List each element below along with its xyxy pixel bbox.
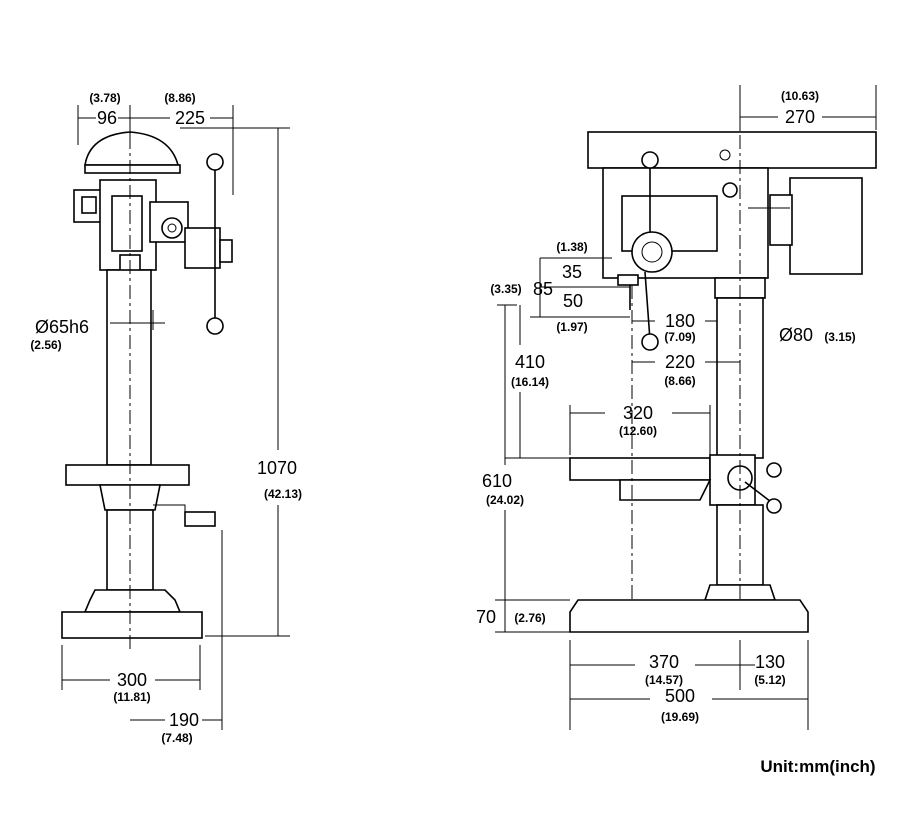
spindle-to-column-inch: (8.66) xyxy=(664,374,695,388)
base-length-inch: (19.69) xyxy=(661,710,699,724)
quill-total-mm: 85 xyxy=(533,279,553,299)
right-view-dimension-lines xyxy=(495,85,877,730)
spindle-to-table-mm: 410 xyxy=(515,352,545,372)
spindle-diameter-mm: Ø65h6 xyxy=(35,317,89,337)
unit-label: Unit:mm(inch) xyxy=(760,757,875,776)
throat-inch: (7.09) xyxy=(664,330,695,344)
base-width-mm: 300 xyxy=(117,670,147,690)
right-view-machine xyxy=(569,110,877,633)
base-height-inch: (2.76) xyxy=(514,611,545,625)
base-front-mm: 370 xyxy=(649,652,679,672)
column-diameter-inch: (3.15) xyxy=(824,330,855,344)
total-height-inch: (42.13) xyxy=(264,487,302,501)
head-offset-mm: 96 xyxy=(97,108,117,128)
spindle-to-table-inch: (16.14) xyxy=(511,375,549,389)
left-view-dimension-lines xyxy=(61,105,290,730)
table-width-mm: 320 xyxy=(623,403,653,423)
quill-b-inch: (1.97) xyxy=(556,320,587,334)
quill-a-mm: 35 xyxy=(562,262,582,282)
left-view-labels: (3.78) 96 (8.86) 225 Ø65h6 (2.56) 1070 (… xyxy=(30,91,302,745)
table-width-inch: (12.60) xyxy=(619,424,657,438)
handle-offset-inch: (7.48) xyxy=(161,731,192,745)
throat-mm: 180 xyxy=(665,311,695,331)
base-rear-inch: (5.12) xyxy=(754,673,785,687)
head-offset-inch: (3.78) xyxy=(89,91,120,105)
head-depth-mm: 270 xyxy=(785,107,815,127)
spindle-diameter-inch: (2.56) xyxy=(30,338,61,352)
head-reach-inch: (8.86) xyxy=(164,91,195,105)
base-rear-mm: 130 xyxy=(755,652,785,672)
spindle-to-column-mm: 220 xyxy=(665,352,695,372)
spindle-to-base-mm: 610 xyxy=(482,471,512,491)
base-width-inch: (11.81) xyxy=(113,690,150,704)
spindle-to-base-inch: (24.02) xyxy=(486,493,524,507)
quill-total-inch: (3.35) xyxy=(490,282,521,296)
base-front-inch: (14.57) xyxy=(645,673,683,687)
handle-offset-mm: 190 xyxy=(169,710,199,730)
head-reach-mm: 225 xyxy=(175,108,205,128)
head-depth-inch: (10.63) xyxy=(781,89,819,103)
right-view-labels: (10.63) 270 (1.38) 35 (3.35) 85 50 (1.97… xyxy=(476,89,856,724)
left-view-machine xyxy=(61,110,233,650)
quill-a-inch: (1.38) xyxy=(556,240,587,254)
column-diameter-mm: Ø80 xyxy=(779,325,813,345)
base-length-mm: 500 xyxy=(665,686,695,706)
total-height-mm: 1070 xyxy=(257,458,297,478)
quill-b-mm: 50 xyxy=(563,291,583,311)
base-height-mm: 70 xyxy=(476,607,496,627)
